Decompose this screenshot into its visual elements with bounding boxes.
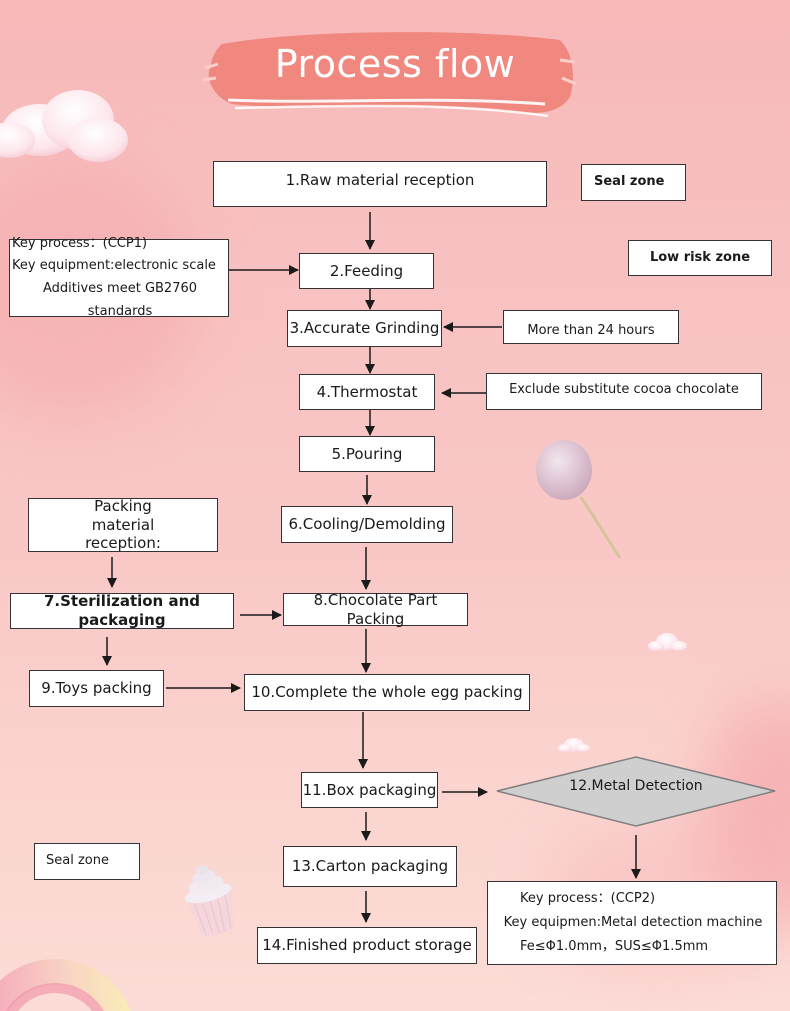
zone-low-risk: Low risk zone (628, 240, 772, 276)
step-9-toys-packing: 9.Toys packing (29, 670, 164, 707)
step-13-label: 13.Carton packaging (291, 857, 449, 876)
step-11-label: 11.Box packaging (302, 780, 437, 799)
note-thermostat: Exclude substitute cocoa chocolate (486, 373, 762, 410)
step-5-pouring: 5.Pouring (299, 436, 435, 472)
cloud-decoration (0, 90, 128, 162)
step-8-label: 8.Chocolate Part Packing (313, 590, 438, 628)
step-11-box-packaging: 11.Box packaging (301, 772, 438, 808)
rainbow-donut-decoration (0, 959, 131, 1011)
step-10-label: 10.Complete the whole egg packing (251, 683, 523, 702)
note-ccp1-line2: Key equipment:electronic scale (12, 258, 216, 274)
step-1-raw-material-reception: 1.Raw material reception (213, 161, 547, 207)
step-4-thermostat: 4.Thermostat (299, 374, 435, 410)
note-ccp1-line3: Additives meet GB2760 standards (42, 281, 198, 319)
zone-low-risk-label: Low risk zone (649, 249, 751, 265)
step-14-finished-product-storage: 14.Finished product storage (257, 927, 477, 964)
packing-material-label: Packing material reception: (85, 496, 171, 553)
step-9-label: 9.Toys packing (41, 679, 152, 698)
note-thermostat-label: Exclude substitute cocoa chocolate (509, 382, 739, 397)
lollipop-decoration (536, 440, 622, 559)
step-14-label: 14.Finished product storage (262, 936, 472, 955)
page-title: Process flow (274, 42, 516, 86)
step-3-accurate-grinding: 3.Accurate Grinding (287, 310, 442, 347)
step-1-label: 1.Raw material reception (285, 171, 475, 189)
step-6-cooling-demolding: 6.Cooling/Demolding (281, 506, 453, 543)
step-4-label: 4.Thermostat (316, 382, 418, 401)
step-7-sterilization-packaging: 7.Sterilization and packaging (10, 592, 234, 629)
title-brush-stroke (202, 32, 577, 118)
note-grinding-duration: More than 24 hours (503, 310, 679, 344)
cupcake-decoration (184, 864, 235, 938)
tiny-cloud-decoration (558, 738, 590, 752)
note-ccp2-line1: Key process：(CCP2) (520, 890, 656, 906)
note-ccp1-line1: Key process：(CCP1) (12, 235, 148, 251)
title-banner: Process flow (195, 28, 595, 123)
step-12-metal-detection-label: 12.Metal Detection (569, 778, 703, 794)
packing-material-reception: Packing material reception: (28, 496, 218, 553)
zone-seal-top: Seal zone (581, 164, 686, 201)
step-3-label: 3.Accurate Grinding (289, 319, 440, 338)
step-7-label: 7.Sterilization and packaging (43, 592, 200, 629)
zone-seal-bottom: Seal zone (34, 843, 140, 880)
note-ccp2-line3: Fe≤Φ1.0mm，SUS≤Φ1.5mm (520, 939, 709, 955)
note-ccp2: Key process：(CCP2) Key equipmen:Metal de… (487, 881, 777, 965)
note-ccp2-line2: Key equipmen:Metal detection machine (503, 914, 763, 930)
note-ccp1: Key process：(CCP1) Key equipment:electro… (9, 236, 229, 319)
zone-seal-top-label: Seal zone (594, 174, 665, 190)
step-8-chocolate-part-packing: 8.Chocolate Part Packing (283, 590, 468, 628)
step-13-carton-packaging: 13.Carton packaging (283, 846, 457, 887)
zone-seal-bottom-label: Seal zone (46, 853, 109, 869)
note-grinding-label: More than 24 hours (527, 322, 655, 338)
step-2-label: 2.Feeding (329, 261, 404, 280)
small-cloud-decoration (648, 633, 687, 651)
flow-arrows (102, 212, 641, 923)
metal-detection-diamond (496, 756, 776, 827)
step-10-whole-egg-packing: 10.Complete the whole egg packing (244, 674, 530, 711)
step-5-label: 5.Pouring (331, 444, 403, 463)
step-2-feeding: 2.Feeding (299, 253, 434, 289)
step-6-label: 6.Cooling/Demolding (288, 515, 446, 534)
